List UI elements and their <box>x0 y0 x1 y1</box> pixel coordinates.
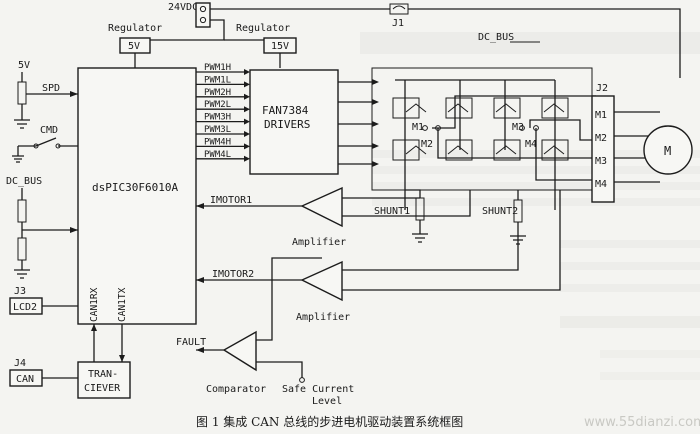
supply-rail <box>210 8 681 78</box>
mosfet-m4: M4 <box>525 139 537 150</box>
comparator <box>222 330 257 372</box>
j4-label: J4 <box>14 358 26 369</box>
pwm-arrowhead <box>244 69 250 75</box>
driver-block <box>249 69 339 175</box>
imotor1-label: IMOTOR1 <box>210 195 252 206</box>
spd-pot <box>17 81 27 105</box>
pwm-label: PWM4H <box>204 137 231 147</box>
fuse-label: J1 <box>392 18 404 29</box>
divider-r2 <box>17 237 27 261</box>
j3-label: J3 <box>14 286 26 297</box>
bridge-outputs <box>432 95 596 181</box>
pwm-arrowhead <box>244 118 250 125</box>
supply-connector <box>195 2 211 28</box>
mcu-name: dsPIC30F6010A <box>92 181 178 194</box>
dc-bus-left-label: DC_BUS <box>6 176 42 187</box>
imotor2-label: IMOTOR2 <box>212 269 254 280</box>
amplifier-1 <box>300 186 343 228</box>
driver-line2: DRIVERS <box>264 118 310 131</box>
watermark: www.55dianzi.com <box>584 415 700 430</box>
pwm-arrowhead <box>244 155 250 162</box>
h-bridge-a <box>392 80 473 210</box>
v5-label: 5V <box>18 60 30 71</box>
fault-label: FAULT <box>176 337 206 348</box>
j2-pin-label: M4 <box>595 179 607 190</box>
pwm-label: PWM2L <box>204 100 231 110</box>
regulator-5v-value: 5V <box>128 41 140 52</box>
mcu-can-tx: CAN1TX <box>117 287 128 322</box>
pwm-label: PWM1L <box>204 75 231 85</box>
mcu-block <box>77 67 197 325</box>
pwm-label: PWM3L <box>204 125 231 135</box>
fuse-j1 <box>389 3 409 15</box>
transceiver-line1: TRAN- <box>88 369 118 380</box>
mosfet-m1: M1 <box>412 122 424 133</box>
amplifier-1-label: Amplifier <box>292 237 346 248</box>
motor-label: M <box>664 144 671 158</box>
safe-current-line2: Level <box>312 396 342 407</box>
figure-caption: 图 1 集成 CAN 总线的步进电机驱动装置系统框图 <box>196 414 463 429</box>
can-label: CAN <box>16 374 34 385</box>
regulator-15v-value: 15V <box>271 41 289 52</box>
background-bleed <box>360 32 700 380</box>
cmd-label: CMD <box>40 125 58 136</box>
transceiver-block <box>77 361 131 399</box>
comparator-label: Comparator <box>206 384 266 395</box>
pwm-signal-group: PWM1H PWM1L PWM2H PWM2L PWM3H PWM3L PWM4H PWM4L <box>196 63 250 162</box>
h-bridge-b <box>493 80 569 210</box>
connector-j2-label: J2 <box>596 83 608 94</box>
pwm-arrowhead <box>244 131 250 137</box>
transceiver-line2: CIEVER <box>84 383 121 394</box>
j2-pin-label: M1 <box>595 110 607 121</box>
mosfet-m3: M3 <box>512 122 524 133</box>
mcu-can-rx: CAN1RX <box>89 287 100 322</box>
dc-bus-label: DC_BUS <box>478 32 514 43</box>
amplifier-2-label: Amplifier <box>296 312 350 323</box>
pwm-label: PWM2H <box>204 88 231 98</box>
amplifier-2 <box>300 260 343 302</box>
j2-pin-label: M2 <box>595 133 607 144</box>
shunt1-label: SHUNT1 <box>374 206 410 217</box>
driver-line1: FAN7384 <box>262 104 309 117</box>
shunt2-label: SHUNT2 <box>482 206 518 217</box>
regulator-5v-label: Regulator <box>108 23 162 34</box>
pwm-label: PWM3H <box>204 113 231 123</box>
spd-label: SPD <box>42 83 60 94</box>
connector-j2 <box>591 95 615 203</box>
mosfet-m2: M2 <box>421 139 433 150</box>
supply-label: 24VDC <box>168 2 198 13</box>
j2-pin-label: M3 <box>595 156 607 167</box>
pwm-arrowhead <box>244 143 250 150</box>
safe-current-line1: Safe Current <box>282 384 354 395</box>
pwm-arrowhead <box>244 106 250 113</box>
stepper-motor <box>643 125 693 175</box>
divider-r1 <box>17 199 27 223</box>
pwm-label: PWM1H <box>204 63 231 73</box>
pwm-label: PWM4L <box>204 150 231 160</box>
cmd-switch <box>18 137 78 147</box>
lcd-label: LCD2 <box>13 302 37 313</box>
pwm-arrowhead <box>244 81 250 88</box>
regulator-15v-label: Regulator <box>236 23 290 34</box>
pwm-arrowhead <box>244 93 250 100</box>
driver-output-arrows <box>338 79 379 167</box>
